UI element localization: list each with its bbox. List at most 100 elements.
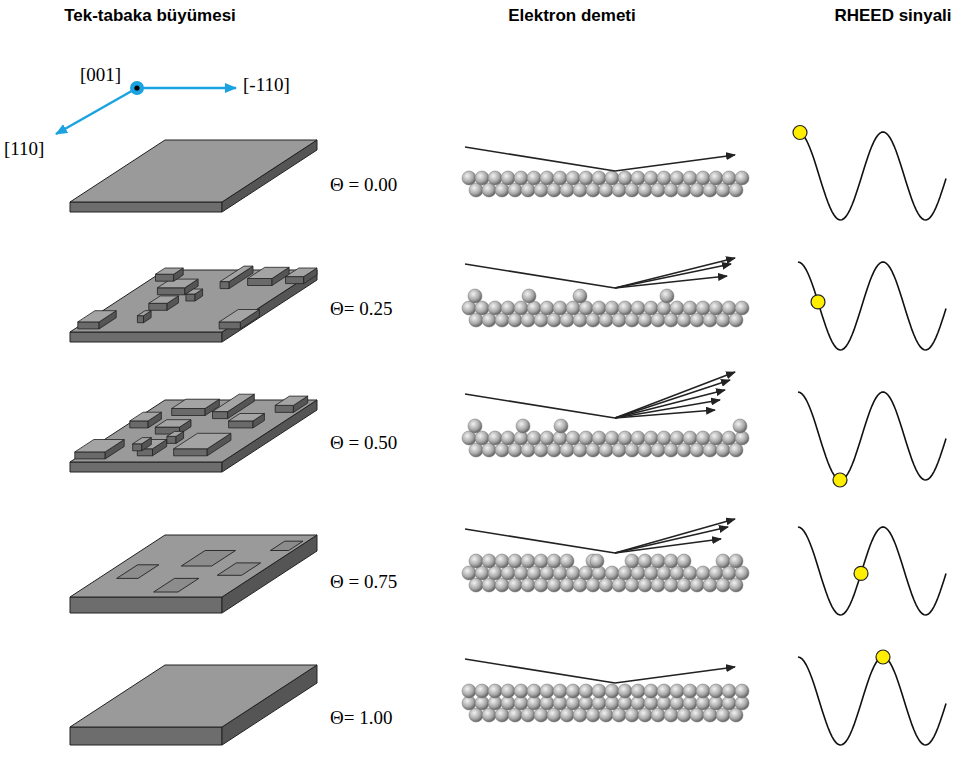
atom [722, 684, 736, 698]
atom [716, 554, 730, 568]
atom [709, 431, 723, 445]
atom [605, 431, 619, 445]
atom [488, 301, 502, 315]
atom [729, 554, 743, 568]
atom [605, 566, 619, 580]
atom [540, 171, 554, 185]
atom [657, 431, 671, 445]
atom [514, 684, 528, 698]
atom [475, 301, 489, 315]
atom [605, 301, 619, 315]
island-front [149, 303, 167, 310]
atom [540, 301, 554, 315]
atom [733, 419, 747, 433]
island-top [248, 267, 290, 278]
atom [468, 419, 482, 433]
atom [495, 554, 509, 568]
rheed-curve [798, 132, 946, 220]
atom [618, 171, 632, 185]
island-front [186, 294, 195, 301]
atom [631, 301, 645, 315]
reflected-beam [615, 400, 720, 418]
atom [670, 301, 684, 315]
coverage-label: Θ = 0.50 [330, 432, 397, 454]
reflected-beam [615, 539, 721, 553]
reflected-beam [615, 264, 731, 288]
reflected-beam [615, 276, 727, 288]
atom [683, 684, 697, 698]
atom [696, 566, 710, 580]
atom [540, 684, 554, 698]
coverage-label: Θ= 0.25 [330, 298, 392, 320]
atom [696, 301, 710, 315]
atom [488, 684, 502, 698]
atom [683, 431, 697, 445]
atom [638, 554, 652, 568]
atom [554, 419, 568, 433]
atom [501, 171, 515, 185]
island-front [156, 274, 174, 281]
island-top [172, 399, 220, 408]
atom [514, 431, 528, 445]
incident-beam [465, 264, 615, 288]
reflected-beam [615, 390, 725, 418]
island-top [156, 268, 184, 274]
atom [579, 171, 593, 185]
atom [605, 171, 619, 185]
island-top [75, 440, 124, 452]
hole [181, 551, 235, 567]
atom [475, 684, 489, 698]
island-front [248, 279, 272, 286]
reflected-beam [615, 667, 735, 683]
atom [527, 684, 541, 698]
hole-floor [154, 578, 175, 592]
atom [475, 171, 489, 185]
hole-floor [117, 565, 138, 579]
slab-top [70, 140, 317, 202]
atom [735, 301, 749, 315]
atom [462, 566, 476, 580]
atom [462, 684, 476, 698]
island-top [149, 296, 179, 303]
atom [670, 431, 684, 445]
atom [501, 431, 515, 445]
island-front [130, 421, 148, 428]
atom [527, 171, 541, 185]
reflected-beam [615, 372, 735, 418]
atom [573, 289, 587, 303]
island-front [137, 316, 143, 323]
reflected-beam [615, 380, 730, 418]
axis-label: [110] [4, 138, 44, 160]
atom [592, 171, 606, 185]
island-front [220, 282, 229, 289]
island-top [130, 412, 162, 421]
atom [521, 554, 535, 568]
atom [618, 431, 632, 445]
slab-top [70, 665, 317, 727]
island-front [286, 277, 304, 284]
atom [618, 301, 632, 315]
atom [683, 171, 697, 185]
reflected-beam [615, 410, 715, 418]
atom [657, 684, 671, 698]
incident-beam [465, 394, 615, 418]
atom [625, 554, 639, 568]
atom [644, 431, 658, 445]
island-top [155, 420, 191, 427]
island-top [133, 438, 152, 444]
atom [670, 171, 684, 185]
growth-slabs [70, 140, 317, 745]
atom [534, 554, 548, 568]
slab-front [70, 202, 222, 212]
atom [651, 554, 665, 568]
hole-floor [217, 563, 236, 575]
atom [696, 684, 710, 698]
atom [560, 554, 574, 568]
atom [709, 171, 723, 185]
island-front [167, 436, 176, 443]
atom [631, 171, 645, 185]
atom [553, 684, 567, 698]
island-front [133, 444, 142, 451]
island-front [75, 452, 105, 459]
